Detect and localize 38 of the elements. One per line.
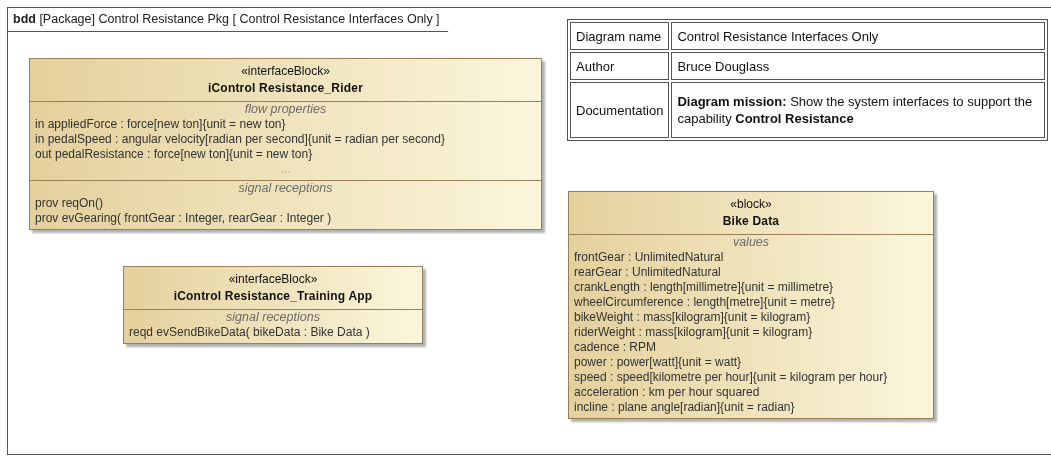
block-feature: prov reqOn() [35, 196, 104, 211]
block-feature: speed : speed[kilometre per hour]{unit = kilogram per hour} [574, 370, 888, 385]
block-feature: riderWeight : mass[kilogram]{unit = kilogram} [574, 325, 813, 340]
block-feature: cadence : RPM [574, 340, 657, 355]
table-cell: Bruce Douglass [671, 52, 1045, 80]
stereotype-label: «interfaceBlock» [228, 271, 318, 288]
table-cell: Diagram name [570, 22, 670, 50]
table-cell: Diagram mission: Show the system interfaces to support the capability Control Resistance [671, 82, 1045, 138]
block-feature: in appliedForce : force[new ton]{unit = new ton} [35, 117, 286, 132]
table-cell: Control Resistance Interfaces Only [671, 22, 1045, 50]
block-box [568, 191, 934, 419]
block-feature: power : power[watt]{unit = watt} [574, 355, 742, 370]
compartment-heading: values [732, 235, 770, 250]
stereotype-label: «block» [730, 196, 772, 213]
block-feature: crankLength : length[millimetre]{unit = millimetre} [574, 280, 834, 295]
block-feature: bikeWeight : mass[kilogram]{unit = kilogram} [574, 310, 811, 325]
block-feature: acceleration : km per hour squared [574, 385, 760, 400]
block-feature: ... [280, 162, 291, 177]
block-name: iControl Resistance_Training App [173, 288, 373, 305]
block-feature: frontGear : UnlimitedNatural [574, 250, 724, 265]
compartment-heading: flow properties [244, 102, 327, 117]
table-cell: Author [570, 52, 670, 80]
block-box [123, 266, 423, 344]
block-feature: wheelCircumference : length[metre]{unit = metre} [574, 295, 836, 310]
block-feature: prov evGearing( frontGear : Integer, rearGear : Integer ) [35, 211, 332, 226]
block-feature: incline : plane angle[radian]{unit = radian} [574, 400, 795, 415]
diagram-frame [7, 7, 1051, 455]
block-box [29, 58, 542, 230]
block-feature: reqd evSendBikeData( bikeData : Bike Data ) [129, 325, 370, 340]
block-name: Bike Data [722, 213, 780, 230]
stereotype-label: «interfaceBlock» [241, 63, 330, 80]
block-feature: out pedalResistance : force[new ton]{unit = new ton} [35, 147, 313, 162]
compartment-heading: signal receptions [238, 181, 333, 196]
table-cell: Documentation [570, 82, 670, 138]
block-feature: rearGear : UnlimitedNatural [574, 265, 721, 280]
block-name: iControl Resistance_Rider [207, 80, 363, 97]
block-feature: in pedalSpeed : angular velocity[radian per second]{unit = radian per second} [35, 132, 445, 147]
compartment-heading: signal receptions [226, 310, 320, 325]
